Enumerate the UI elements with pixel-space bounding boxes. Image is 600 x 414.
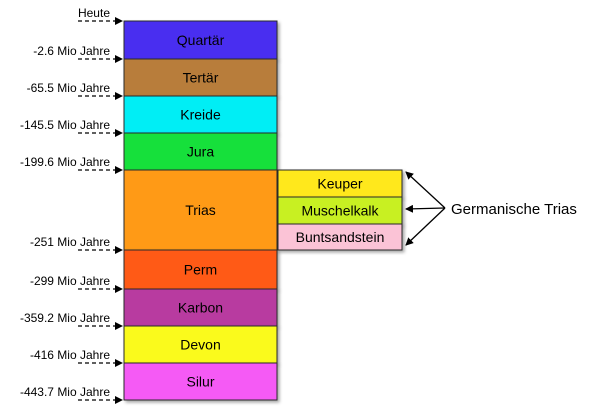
time-marker-label: -359.2 Mio Jahre xyxy=(20,311,110,325)
time-marker-label: -2.6 Mio Jahre xyxy=(33,44,110,58)
bracket-line-middle xyxy=(405,204,446,213)
time-marker-arrowhead-icon xyxy=(115,285,123,293)
time-marker-arrowhead-icon xyxy=(115,246,123,254)
period-tertar-rect xyxy=(123,58,278,97)
time-marker-arrowhead-icon xyxy=(115,396,123,404)
time-marker-arrowhead-icon xyxy=(115,322,123,330)
trias-sub-buntsandstein-rect xyxy=(277,223,403,251)
period-trias-block: Trias xyxy=(123,169,278,251)
period-quartar-label: Quartär xyxy=(177,32,225,48)
time-marker: -145.5 Mio Jahre xyxy=(20,118,123,137)
time-marker-arrowhead-icon xyxy=(115,129,123,137)
period-jura-rect xyxy=(123,132,278,171)
germanische-trias-bracket: Germanische Trias xyxy=(405,171,577,246)
period-quartar-block: Quartär xyxy=(123,20,278,60)
germanische-trias-label: Germanische Trias xyxy=(451,201,577,218)
time-marker-label: -199.6 Mio Jahre xyxy=(20,155,110,169)
time-marker-arrowhead-icon xyxy=(115,17,123,25)
time-marker: -65.5 Mio Jahre xyxy=(27,81,123,100)
bracket-line-upper xyxy=(405,171,446,209)
time-marker-label: -299 Mio Jahre xyxy=(30,274,110,288)
period-perm-rect xyxy=(123,249,278,290)
time-marker: -251 Mio Jahre xyxy=(30,235,123,254)
period-devon-rect xyxy=(123,325,278,364)
period-kreide-rect xyxy=(123,95,278,134)
trias-sub-keuper-label: Keuper xyxy=(317,176,362,192)
time-marker-label: -251 Mio Jahre xyxy=(30,235,110,249)
period-tertar-block: Tertär xyxy=(123,58,278,97)
period-perm-block: Perm xyxy=(123,249,278,290)
period-karbon-label: Karbon xyxy=(178,300,223,316)
time-marker: -416 Mio Jahre xyxy=(30,348,123,367)
period-trias-rect xyxy=(123,169,278,251)
time-marker-label: -416 Mio Jahre xyxy=(30,348,110,362)
period-devon-label: Devon xyxy=(180,337,220,353)
time-marker: -199.6 Mio Jahre xyxy=(20,155,123,174)
period-karbon-block: Karbon xyxy=(123,288,278,327)
period-tertar-label: Tertär xyxy=(183,70,219,86)
period-silur-block: Silur xyxy=(123,362,278,401)
trias-sub-muschelkalk-label: Muschelkalk xyxy=(301,203,379,219)
period-trias-label: Trias xyxy=(185,202,216,218)
time-marker: Heute xyxy=(78,6,123,25)
bracket-line-lower xyxy=(405,207,446,246)
period-silur-rect xyxy=(123,362,278,401)
trias-sub-buntsandstein-label: Buntsandstein xyxy=(296,229,385,245)
time-marker-label: -145.5 Mio Jahre xyxy=(20,118,110,132)
time-marker-label: -65.5 Mio Jahre xyxy=(27,81,111,95)
period-devon-block: Devon xyxy=(123,325,278,364)
trias-sub-keuper-block: Keuper xyxy=(277,169,403,198)
time-marker: -2.6 Mio Jahre xyxy=(33,44,123,63)
period-jura-block: Jura xyxy=(123,132,278,171)
time-marker-arrowhead-icon xyxy=(115,92,123,100)
time-marker: -359.2 Mio Jahre xyxy=(20,311,123,330)
time-marker-arrowhead-icon xyxy=(115,55,123,63)
time-marker-label: -443.7 Mio Jahre xyxy=(20,385,110,399)
trias-sub-keuper-rect xyxy=(277,169,403,198)
period-kreide-block: Kreide xyxy=(123,95,278,134)
period-quartar-rect xyxy=(123,20,278,60)
trias-sub-muschelkalk-block: Muschelkalk xyxy=(277,196,403,225)
period-silur-label: Silur xyxy=(186,374,214,390)
trias-sub-buntsandstein-block: Buntsandstein xyxy=(277,223,403,251)
time-marker-arrowhead-icon xyxy=(115,166,123,174)
period-kreide-label: Kreide xyxy=(180,107,221,123)
period-perm-label: Perm xyxy=(184,262,217,278)
period-jura-label: Jura xyxy=(187,144,214,160)
time-marker-label: Heute xyxy=(78,6,110,20)
time-marker-arrowhead-icon xyxy=(115,359,123,367)
time-marker: -443.7 Mio Jahre xyxy=(20,385,123,404)
trias-sub-muschelkalk-rect xyxy=(277,196,403,225)
time-marker: -299 Mio Jahre xyxy=(30,274,123,293)
